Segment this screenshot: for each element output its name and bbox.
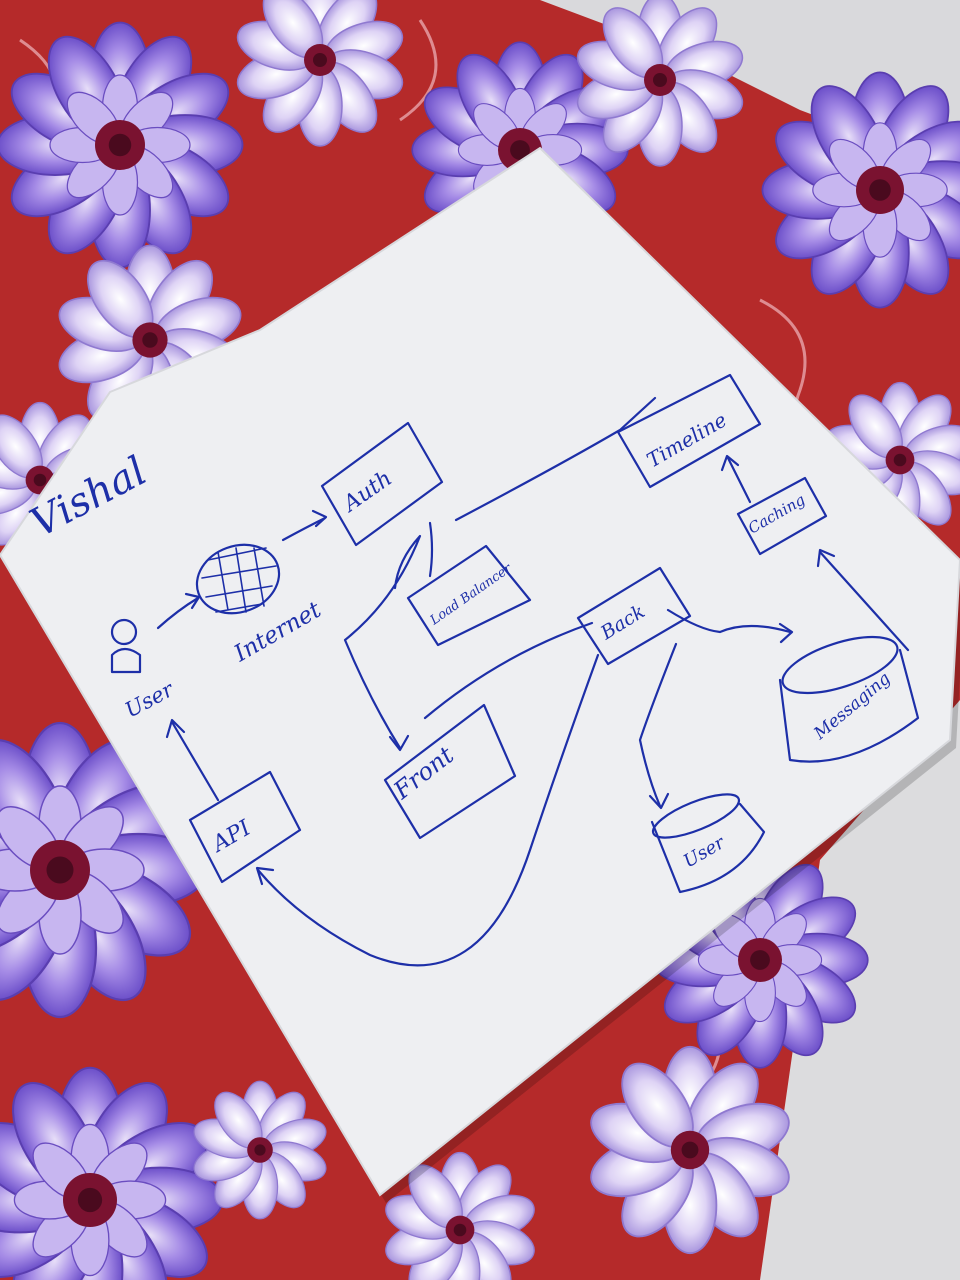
arrowhead-user	[165, 718, 186, 739]
edge-front-back	[423, 621, 594, 720]
edge-caching-timeline	[726, 456, 752, 504]
edge-auth-loadbalancer	[428, 521, 434, 578]
node-caching-box	[736, 476, 828, 556]
edge-back-messaging	[666, 608, 792, 634]
edge-user-internet	[156, 596, 200, 630]
node-internet	[195, 543, 281, 615]
node-back-box	[576, 566, 692, 666]
edge-messaging-caching	[818, 550, 910, 652]
arrowhead-messaging	[778, 622, 794, 644]
edge-api-user	[170, 720, 220, 802]
edge-back-user-db	[638, 642, 678, 808]
arrowhead-front	[388, 734, 410, 752]
grey-surface-bottom-right	[760, 700, 960, 1280]
node-load-balancer-box	[406, 544, 532, 647]
arrowhead-api	[255, 866, 275, 886]
arrowhead-timeline	[720, 454, 740, 472]
edge-loadbalancer-timeline	[454, 396, 657, 522]
edge-back-api	[256, 653, 600, 967]
arrowhead-caching	[816, 548, 836, 568]
node-auth-box	[320, 421, 444, 547]
node-api-box	[188, 770, 302, 884]
napkin	[0, 146, 960, 1203]
node-messaging-db	[778, 635, 920, 763]
node-user-db	[650, 793, 766, 894]
arrowhead-user-db	[648, 792, 670, 810]
diagram	[110, 373, 920, 967]
node-user-actor	[110, 618, 142, 674]
node-front-box	[383, 703, 517, 840]
node-timeline-box	[616, 373, 762, 489]
arrowhead-internet-auth	[311, 509, 328, 528]
edge-loadbalancer-front	[343, 534, 422, 750]
